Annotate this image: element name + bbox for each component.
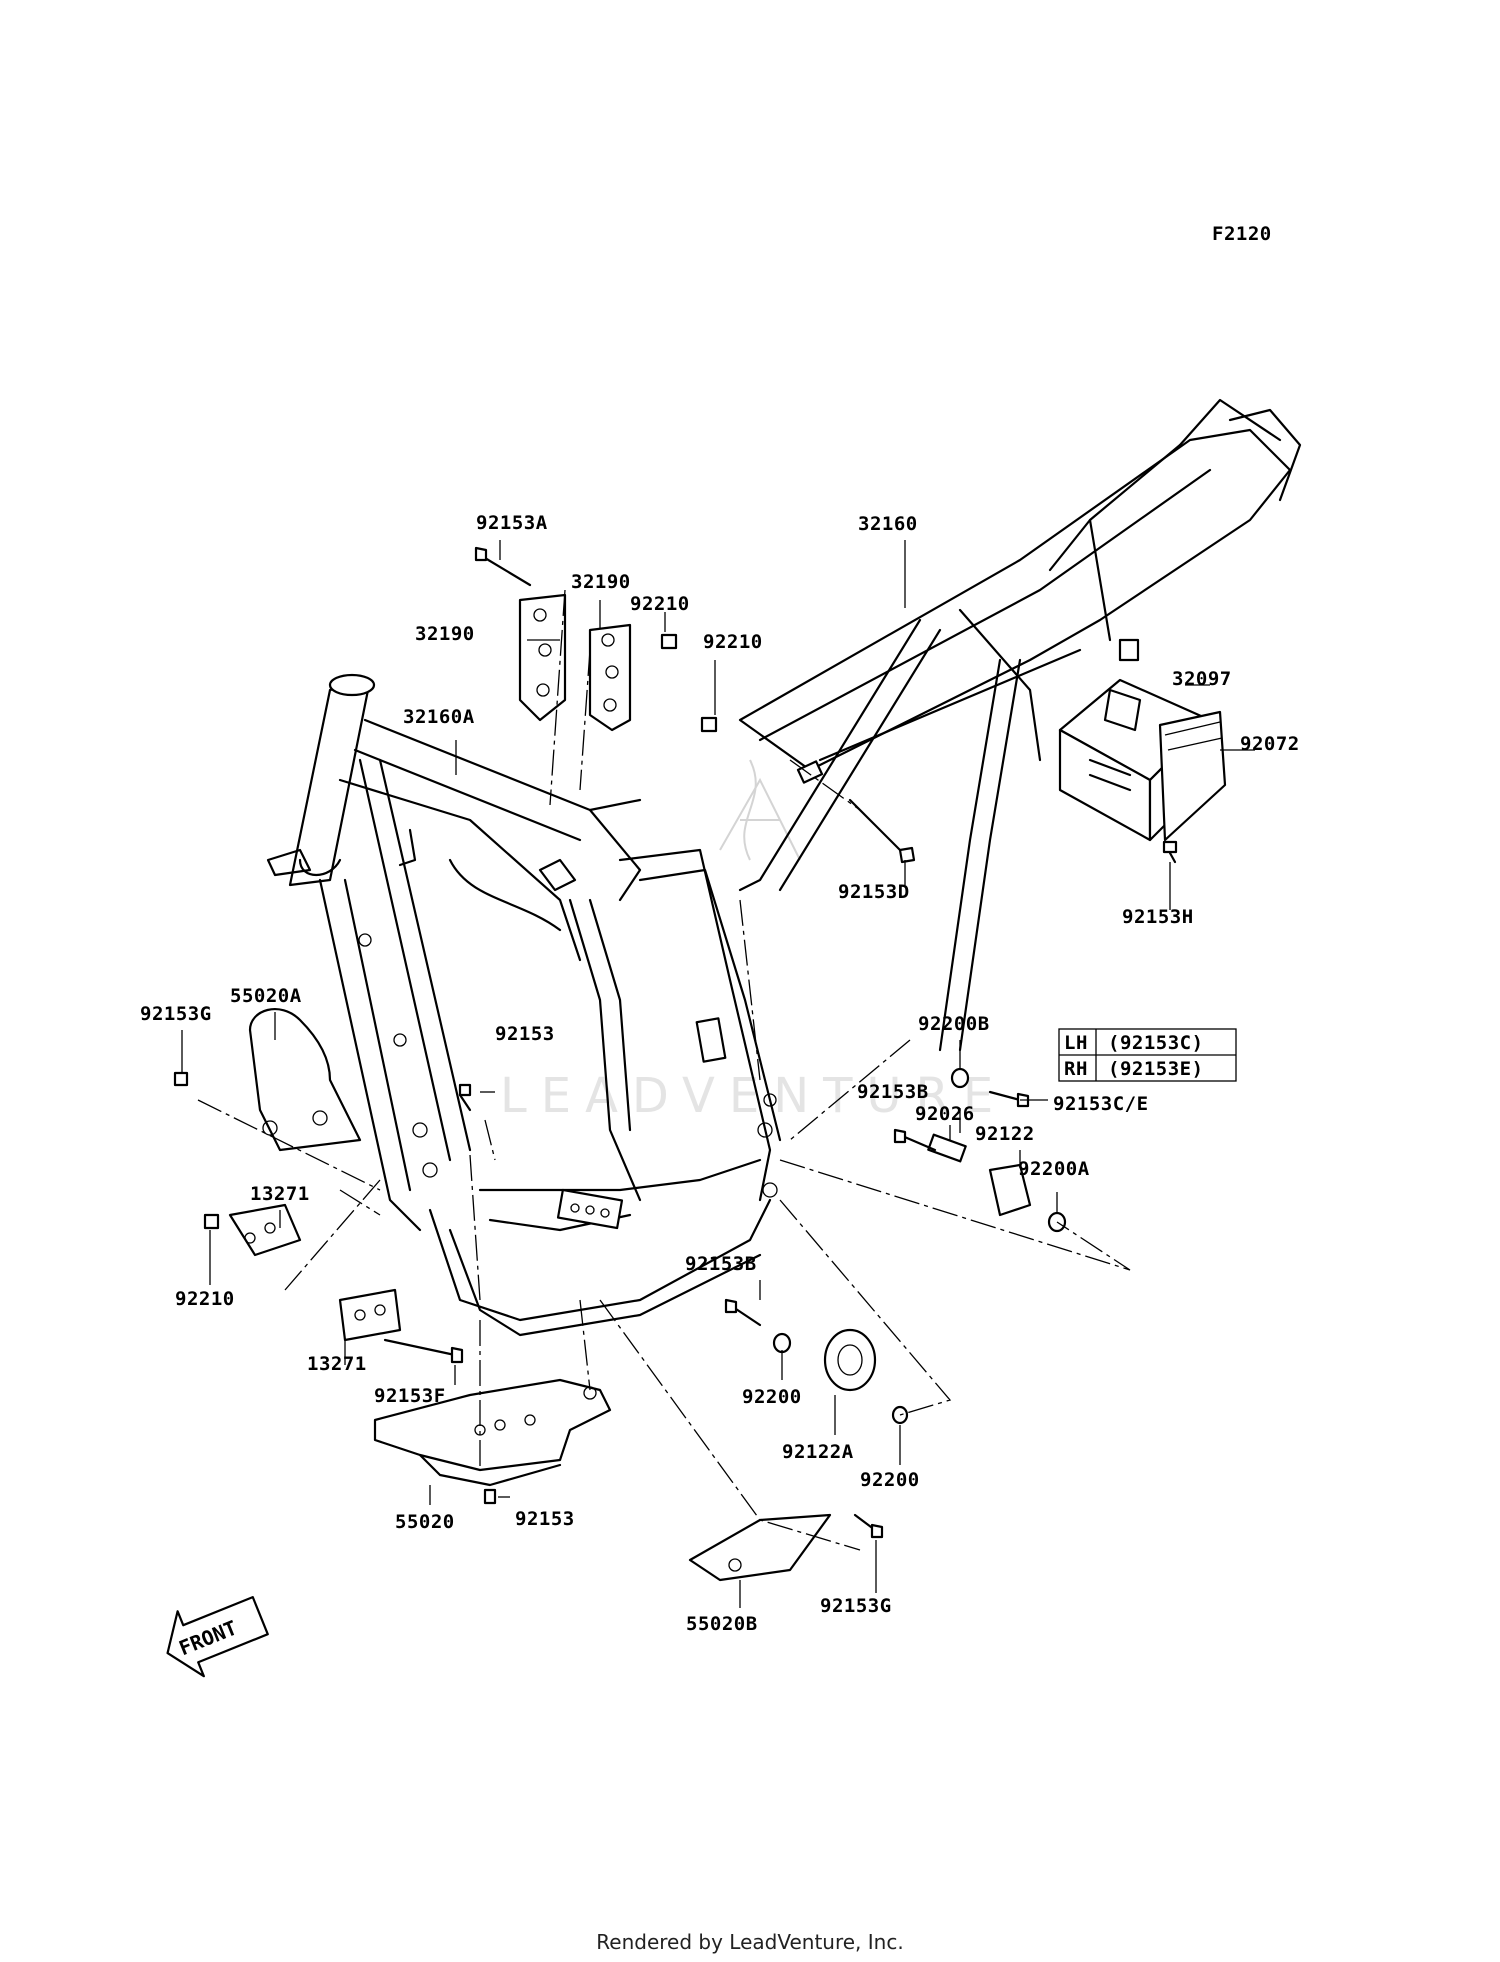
table-lh-part: (92153C) (1108, 1032, 1204, 1054)
callout-92153G-b: 92153G (820, 1595, 892, 1617)
callout-92153-b: 92153 (515, 1508, 575, 1530)
callout-92153D: 92153D (838, 881, 910, 903)
callout-32160: 32160 (858, 513, 918, 535)
callout-32190-b: 32190 (571, 571, 631, 593)
callout-92153H: 92153H (1122, 906, 1194, 928)
callout-32190: 32190 (415, 623, 475, 645)
watermark: LEADVENTURE (500, 759, 1007, 1124)
callout-32160A: 32160A (403, 706, 475, 728)
callout-92122A: 92122A (782, 1441, 854, 1463)
callout-92200-b: 92200 (860, 1469, 920, 1491)
bolts (173, 546, 1178, 1539)
figure-code: F2120 (1212, 223, 1272, 245)
lh-rh-table: LH (92153C) RH (92153E) (1058, 1028, 1237, 1082)
callout-13271: 13271 (250, 1183, 310, 1205)
callout-55020: 55020 (395, 1511, 455, 1533)
callout-92210-b: 92210 (703, 631, 763, 653)
plate-13271 (228, 1203, 402, 1342)
leader-lines (181, 540, 1255, 1608)
callout-92153C-E: 92153C/E (1053, 1093, 1149, 1115)
main-frame-32160A (266, 673, 782, 1337)
assembly-lines (197, 589, 1131, 1551)
callout-92153A: 92153A (476, 512, 548, 534)
callout-92210: 92210 (630, 593, 690, 615)
callout-92200A: 92200A (1018, 1158, 1090, 1180)
callout-13271-b: 13271 (307, 1353, 367, 1375)
callout-92153B: 92153B (857, 1081, 929, 1103)
skid-plate-55020 (373, 1378, 612, 1487)
frame-guard-55020A (248, 1008, 362, 1152)
callout-32097: 32097 (1172, 668, 1232, 690)
table-rh-label: RH (1064, 1058, 1088, 1080)
callout-labels: 92153A 32190 32190 92210 92210 32160 320… (140, 512, 1300, 1635)
watermark-text: LEADVENTURE (500, 1068, 1007, 1124)
callout-55020B: 55020B (686, 1613, 758, 1635)
frame-guard-55020B (688, 1513, 832, 1582)
callout-92153B-b: 92153B (685, 1253, 757, 1275)
callout-92200B: 92200B (918, 1013, 990, 1035)
footer-credit: Rendered by LeadVenture, Inc. (596, 1930, 904, 1954)
callout-92153F: 92153F (374, 1385, 446, 1407)
callout-55020A: 55020A (230, 985, 302, 1007)
callout-92200: 92200 (742, 1386, 802, 1408)
table-rh-part: (92153E) (1108, 1058, 1204, 1080)
callout-92072: 92072 (1240, 733, 1300, 755)
table-lh-label: LH (1064, 1032, 1088, 1054)
callout-92026: 92026 (915, 1103, 975, 1125)
ecu-box-32097 (1058, 678, 1227, 842)
rear-subframe-32160 (738, 398, 1302, 1052)
callout-92153G: 92153G (140, 1003, 212, 1025)
front-arrow: FRONT (166, 1596, 269, 1678)
callout-92122: 92122 (975, 1123, 1035, 1145)
callout-92210-c: 92210 (175, 1288, 235, 1310)
callout-92153: 92153 (495, 1023, 555, 1045)
engine-bracket-32190 (518, 593, 632, 732)
collars-92122 (823, 1133, 1032, 1392)
